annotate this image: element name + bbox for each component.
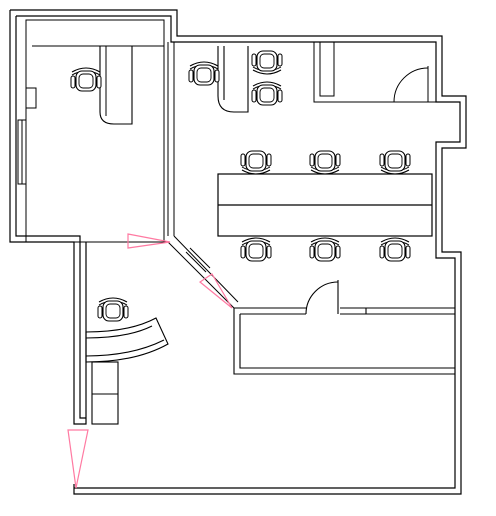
office-chair (188, 61, 220, 86)
wall-niche (26, 87, 37, 109)
inner-wall-line (16, 15, 461, 489)
office-chair (251, 50, 283, 75)
west-wall (9, 10, 87, 425)
work-desk (217, 46, 249, 113)
private-office-room (25, 19, 165, 243)
private-office (25, 19, 165, 243)
office-chair (309, 150, 341, 175)
work-desks (217, 46, 249, 113)
arrow-diagonal (198, 273, 233, 309)
reception-cabinet (91, 361, 119, 425)
entry-arrows (67, 233, 233, 489)
arrow-partition (127, 233, 171, 249)
exterior-walls (9, 9, 467, 495)
office-chair (379, 237, 411, 262)
door-swing (305, 281, 339, 315)
private-office-desk (99, 46, 133, 125)
storage-room (313, 42, 436, 103)
office-chair (379, 150, 411, 175)
meeting-room (233, 280, 455, 375)
conference-table (217, 173, 433, 237)
arrow-entrance (67, 429, 89, 489)
office-chair (97, 297, 129, 322)
reception-counter (85, 317, 169, 425)
door-swing (393, 67, 429, 103)
office-chair (251, 81, 283, 106)
office-chair (240, 150, 272, 175)
office-chair (70, 67, 102, 92)
outer-wall-line (10, 9, 467, 495)
glass-partition (163, 42, 175, 242)
office-chair (240, 237, 272, 262)
west-window (17, 119, 27, 185)
diagonal-partition (86, 235, 239, 309)
office-chair (309, 237, 341, 262)
